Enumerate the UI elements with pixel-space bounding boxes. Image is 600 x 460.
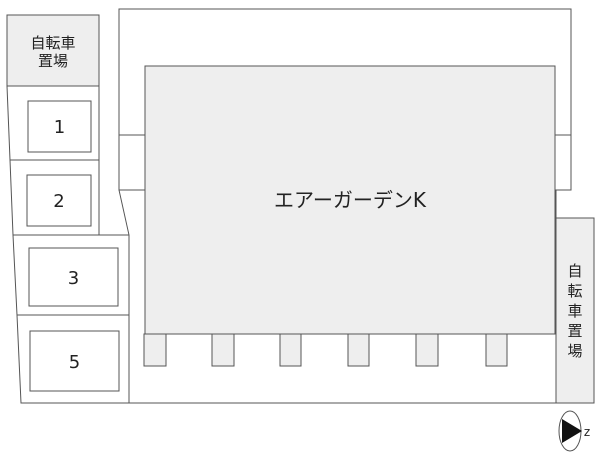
bike-parking-left-label: 自転車 [30, 34, 75, 52]
bike-parking-right-label: 自 [567, 262, 582, 280]
building-name: エアーガーデンK [274, 188, 427, 212]
bike-parking-right [555, 217, 595, 404]
pillar [347, 333, 370, 367]
pillar [415, 333, 439, 367]
pillar [143, 333, 167, 367]
parking-space-label: 3 [68, 268, 79, 289]
parking-space-2 [26, 174, 92, 227]
building [144, 65, 556, 335]
north-arrow-icon [558, 410, 582, 452]
bike-parking-right-label: 車 [567, 302, 582, 320]
pillar [211, 333, 235, 367]
parking-space-label: 5 [69, 352, 80, 373]
parking-space-label: 2 [53, 191, 64, 212]
parking-space-3 [28, 247, 119, 307]
pillar [485, 333, 508, 367]
bike-parking-right-label: 転 [567, 282, 582, 300]
building-annex-right [554, 134, 572, 191]
pillar [279, 333, 302, 367]
parking-space-label: 1 [54, 117, 65, 138]
north-arrow-label: z [584, 425, 590, 439]
bike-parking-left-label: 置場 [38, 52, 68, 70]
parking-space-1 [27, 100, 92, 153]
bike-parking-right-label: 置 [567, 322, 582, 340]
building-annex-left [118, 134, 146, 191]
bike-parking-left [6, 14, 100, 87]
bike-parking-right-label: 場 [567, 342, 582, 360]
parking-space-5 [29, 330, 120, 392]
